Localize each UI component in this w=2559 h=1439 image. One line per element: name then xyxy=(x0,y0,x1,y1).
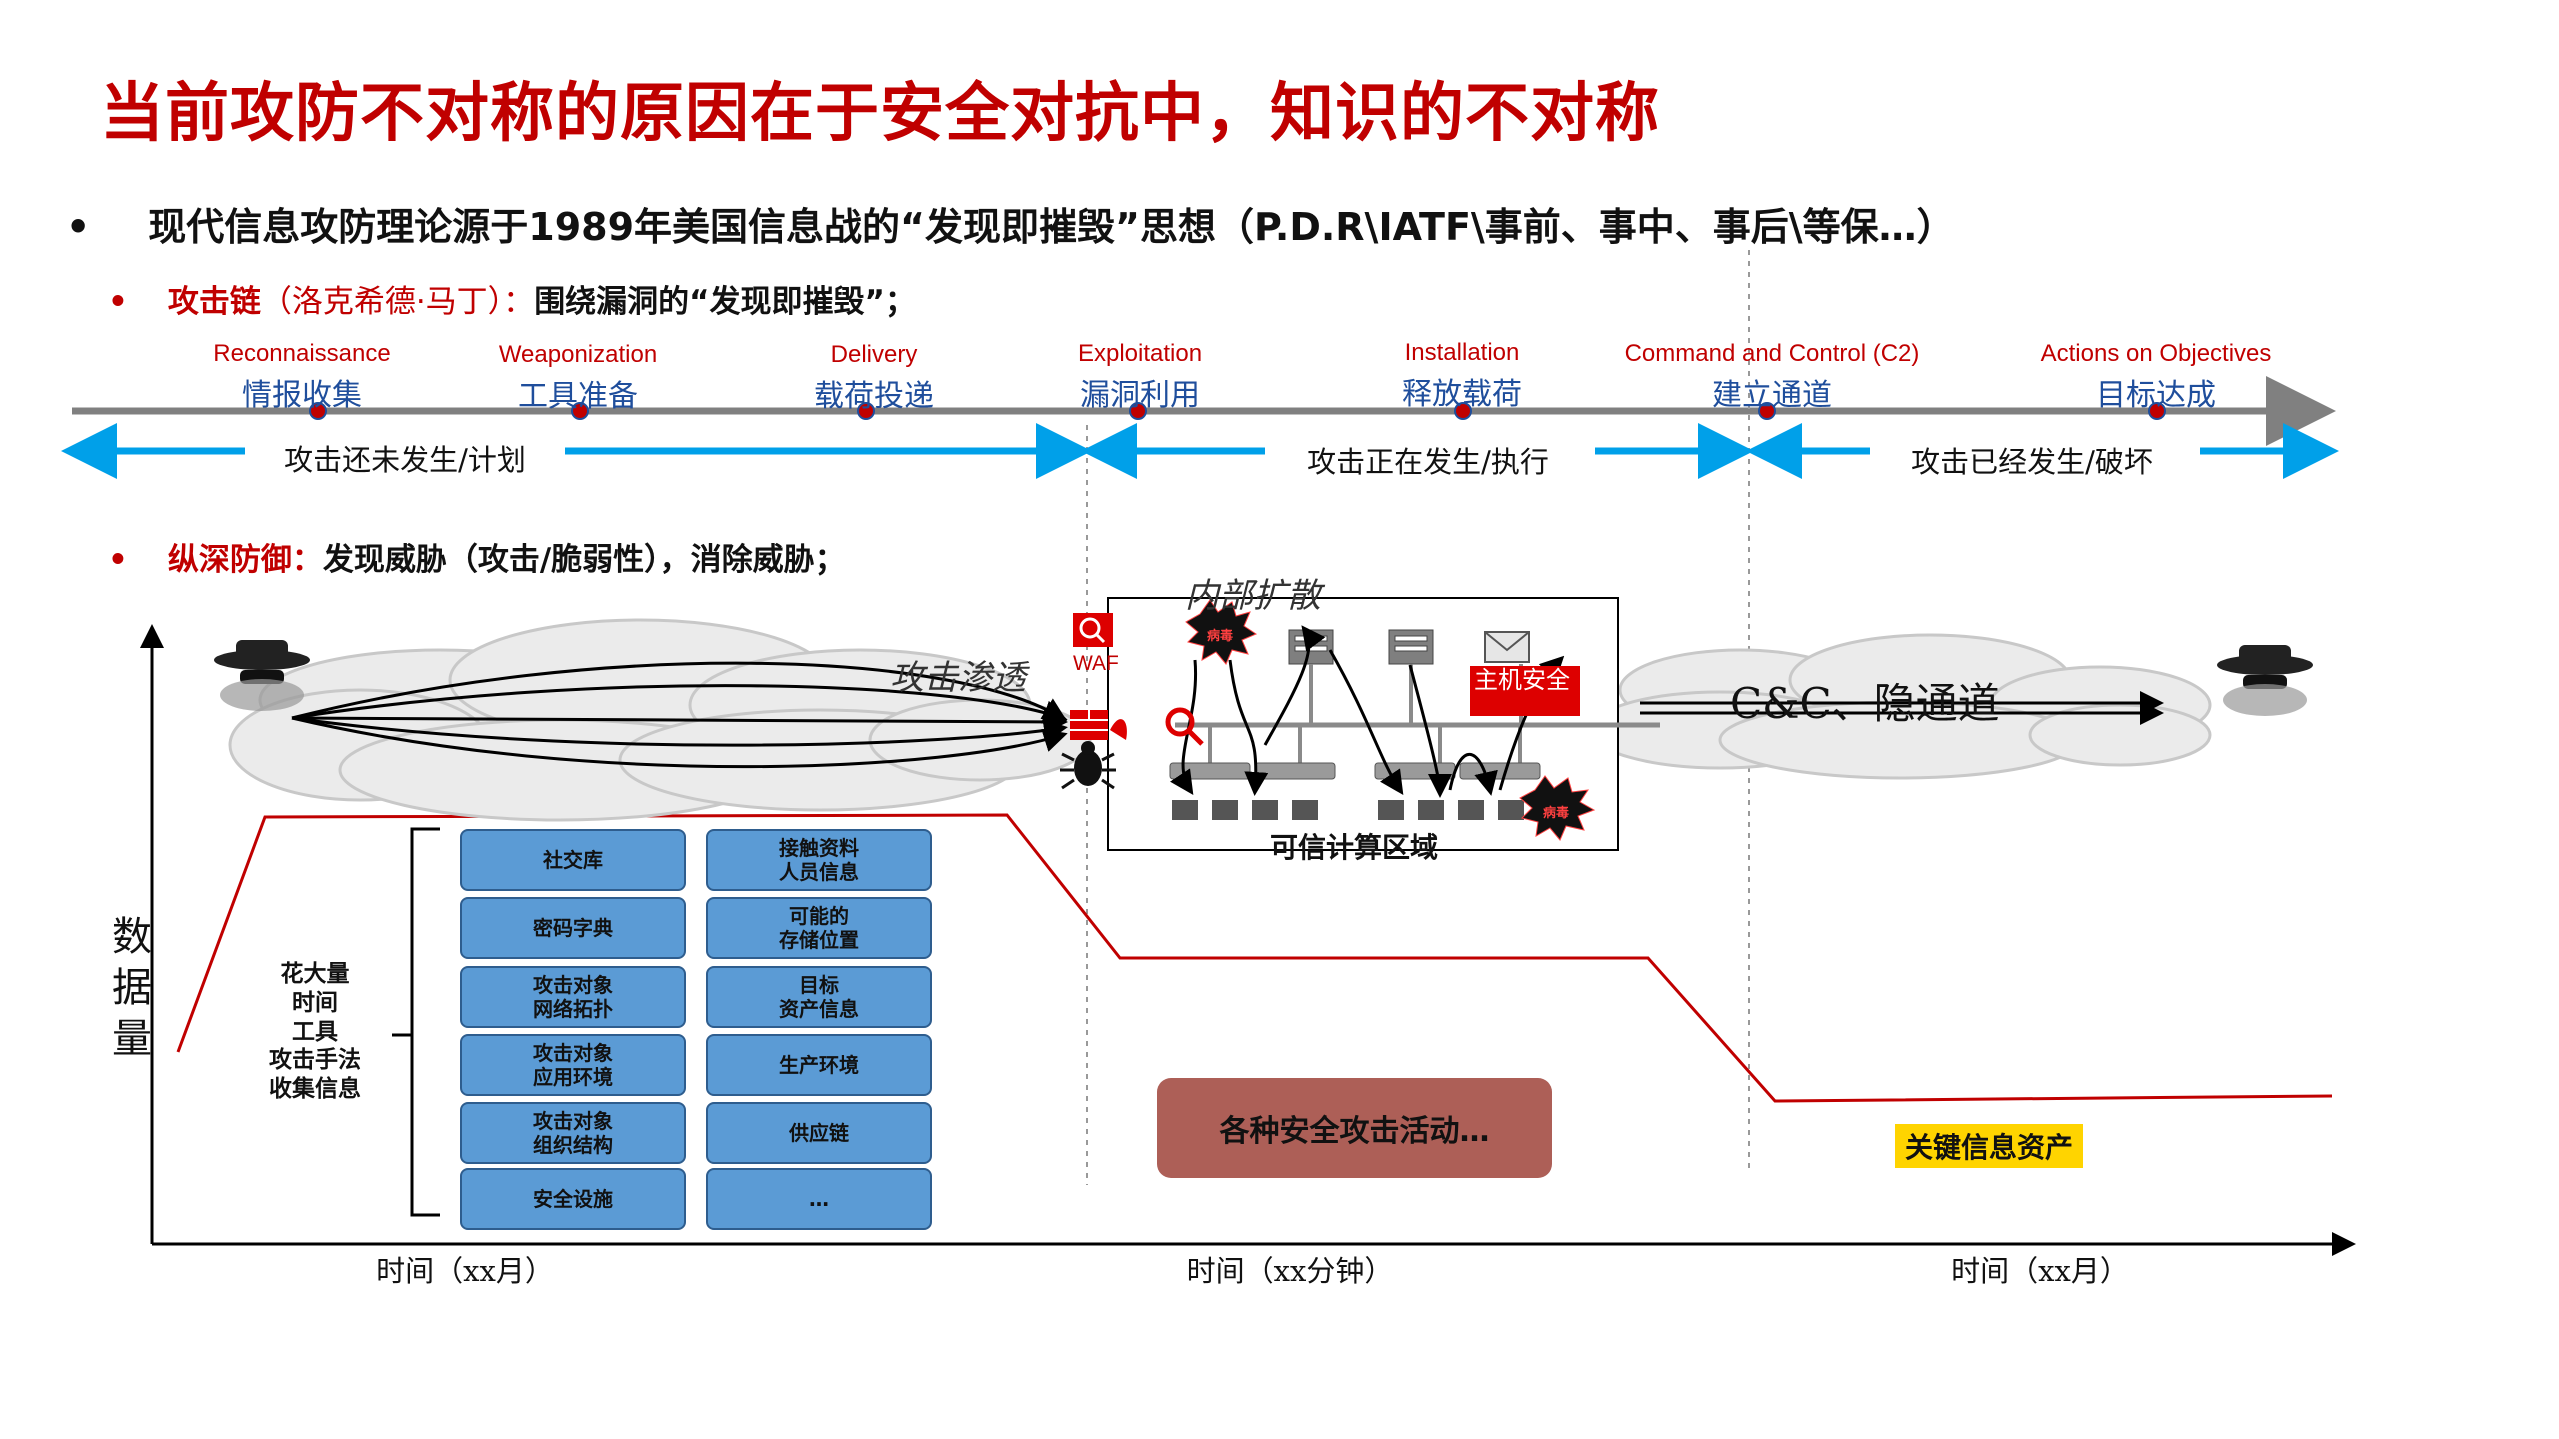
firewall-icon xyxy=(1070,710,1127,740)
host-security-label: 主机安全 xyxy=(1470,666,1580,716)
stage-dot xyxy=(2148,402,2166,420)
cc-channel-label: C&C、隐通道 xyxy=(1730,679,2000,728)
stage-dot xyxy=(857,402,875,420)
defense-text: 发现威胁（攻击/脆弱性），消除威胁； xyxy=(322,542,846,578)
info-box: 目标 资产信息 xyxy=(706,966,932,1028)
defense-colon: ： xyxy=(291,542,323,578)
stage-dot xyxy=(309,402,327,420)
phase-planning: 攻击还未发生/计划 xyxy=(284,443,526,477)
stage-actions-on-objectives: Actions on Objectives 目标达成 xyxy=(2041,340,2272,414)
bullet-defense: • 纵深防御：发现威胁（攻击/脆弱性），消除威胁； xyxy=(108,534,846,579)
stage-zh: 载荷投递 xyxy=(814,379,934,414)
info-box: 接触资料 人员信息 xyxy=(706,829,932,891)
stage-reconnaissance: Reconnaissance 情报收集 xyxy=(213,340,390,414)
kill-chain-text: 围绕漏洞的“发现即摧毁”； xyxy=(534,284,916,320)
stage-zh: 建立通道 xyxy=(1711,378,1832,413)
stage-en: Command and Control (C2) xyxy=(1624,340,1920,367)
phase-executing: 攻击正在发生/执行 xyxy=(1307,445,1549,479)
info-box: 攻击对象 应用环境 xyxy=(460,1034,686,1096)
workstation-icons xyxy=(1172,800,1524,820)
waf-label: WAF xyxy=(1073,652,1119,675)
stage-en: Reconnaissance xyxy=(213,340,391,367)
info-box: 供应链 xyxy=(706,1102,932,1164)
bullet-theory: • 现代信息攻防理论源于1989年美国信息战的“发现即摧毁”思想（P.D.R\IA… xyxy=(66,196,1955,251)
virus-burst-icon xyxy=(1185,599,1258,665)
mail-server-icon xyxy=(1484,631,1530,663)
page-title: 当前攻防不对称的原因在于安全对抗中，知识的不对称 xyxy=(100,77,1660,151)
bullet-kill-chain: • 攻击链（洛克希德·马丁）：围绕漏洞的“发现即摧毁”； xyxy=(108,276,916,321)
cloud-shape xyxy=(1588,633,2212,780)
defense-label: 纵深防御 xyxy=(167,542,292,578)
time-label-minutes: 时间（xx分钟） xyxy=(1186,1254,1394,1288)
penetration-label: 攻击渗透 xyxy=(890,658,1026,698)
hacker-icon xyxy=(214,640,310,711)
kill-chain-source: （洛克希德·马丁）： xyxy=(260,284,535,320)
stage-delivery: Delivery 载荷投递 xyxy=(814,341,934,415)
time-label-months: 时间（xx月） xyxy=(1951,1254,2129,1288)
stage-zh: 情报收集 xyxy=(241,378,362,413)
stage-installation: Installation 释放载荷 xyxy=(1402,339,1522,413)
stage-dot xyxy=(1758,402,1776,420)
stage-en: Actions on Objectives xyxy=(2040,340,2272,367)
data-volume-curve xyxy=(176,813,2333,1103)
stage-zh: 漏洞利用 xyxy=(1079,378,1200,413)
time-label-months: 时间（xx月） xyxy=(376,1254,554,1288)
bug-icon xyxy=(1060,741,1116,790)
trusted-zone-label: 可信计算区域 xyxy=(1270,831,1439,864)
info-box: 安全设施 xyxy=(460,1168,686,1230)
bullet-dot: • xyxy=(108,284,128,320)
stage-dot xyxy=(571,402,589,420)
bullet-dot: • xyxy=(108,542,128,578)
collect-info-label: 花大量 时间 工具 攻击手法 收集信息 xyxy=(269,961,361,1102)
info-box: 攻击对象 网络拓扑 xyxy=(460,966,686,1028)
stage-zh: 目标达成 xyxy=(2096,378,2216,413)
virus-label: 病毒 xyxy=(1207,629,1234,644)
stage-exploitation: Exploitation 漏洞利用 xyxy=(1078,340,1202,414)
stage-dot xyxy=(1454,402,1472,420)
cc-arrows xyxy=(1640,691,2164,725)
search-icon xyxy=(1165,707,1204,746)
stage-dot xyxy=(1129,402,1147,420)
info-box: 生产环境 xyxy=(706,1034,932,1096)
penetration-arrows xyxy=(291,661,1068,769)
stage-zh: 释放载荷 xyxy=(1402,377,1522,412)
stage-weaponization: Weaponization 工具准备 xyxy=(499,341,657,415)
info-bracket xyxy=(410,827,440,1217)
info-box: 社交库 xyxy=(460,829,686,891)
info-box: … xyxy=(706,1168,932,1230)
phase-damaged: 攻击已经发生/破坏 xyxy=(1911,445,2153,479)
stage-zh: 工具准备 xyxy=(518,379,638,414)
waf-icon xyxy=(1073,613,1113,647)
hacker-icon xyxy=(2217,645,2313,716)
info-box: 可能的 存储位置 xyxy=(706,897,932,959)
info-box: 攻击对象 组织结构 xyxy=(460,1102,686,1164)
timeline-dots xyxy=(309,402,2166,420)
virus-label: 病毒 xyxy=(1543,806,1570,821)
attack-activity-box: 各种安全攻击活动… xyxy=(1157,1078,1552,1178)
y-axis-label: 数据量 xyxy=(112,914,152,1063)
kill-chain-label: 攻击链 xyxy=(167,284,261,320)
stage-en: Exploitation xyxy=(1077,340,1203,367)
key-asset-badge: 关键信息资产 xyxy=(1895,1124,2084,1168)
internal-spread-label: 内部扩散 xyxy=(1185,576,1321,616)
stage-command-control: Command and Control (C2) 建立通道 xyxy=(1625,340,1920,414)
bullet-dot: • xyxy=(66,205,91,249)
bullet-theory-text: 现代信息攻防理论源于1989年美国信息战的“发现即摧毁”思想（P.D.R\IAT… xyxy=(148,205,1955,249)
info-box: 密码字典 xyxy=(460,897,686,959)
stage-en: Delivery xyxy=(830,341,918,368)
stage-en: Installation xyxy=(1404,339,1520,366)
virus-burst-icon xyxy=(1519,775,1596,841)
stage-en: Weaponization xyxy=(498,341,658,368)
server-icon xyxy=(1288,629,1434,665)
